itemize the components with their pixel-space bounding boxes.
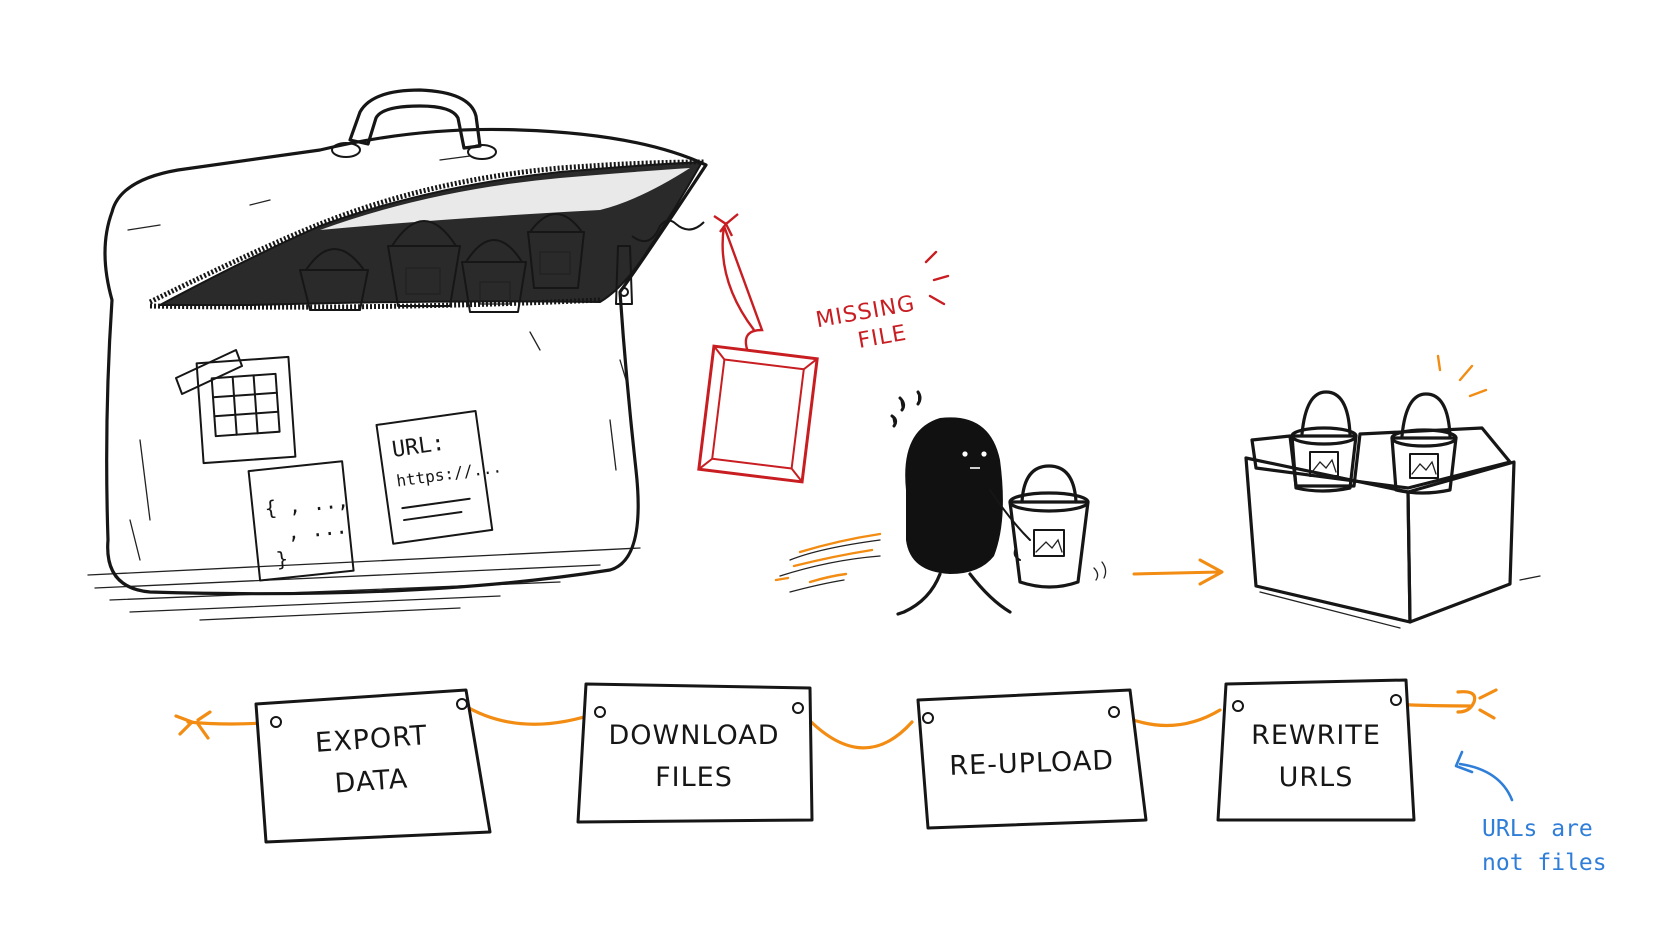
- bag-illustration: { , .., , ... } URL: https://...: [87, 88, 708, 621]
- step-1-line2: DATA: [334, 763, 410, 799]
- connecting-string: [186, 702, 1472, 750]
- url-label: URL:: [390, 431, 446, 463]
- code-line-2: , ...: [286, 514, 348, 544]
- step-card-rewrite-urls: REWRITE URLS: [1216, 678, 1416, 822]
- string-knot-left: [174, 710, 212, 740]
- code-line-3: }: [275, 547, 289, 572]
- character-body: [905, 417, 1003, 574]
- annotation-line1: URLs are: [1482, 816, 1593, 842]
- missing-file-label-line2: FILE: [856, 321, 909, 354]
- box-side: [1406, 460, 1516, 624]
- step-card-download-files: DOWNLOAD FILES: [576, 682, 814, 824]
- box-with-buckets: [1244, 354, 1541, 629]
- bag-zipper: [148, 159, 705, 305]
- step-4-line1: REWRITE: [1251, 720, 1381, 751]
- url-sticker: URL: https://...: [375, 410, 503, 545]
- step-2-line1: DOWNLOAD: [608, 720, 779, 751]
- box-sparkle: [1436, 354, 1488, 398]
- missing-file-frame: [631, 213, 819, 484]
- table-sticker: [175, 349, 297, 465]
- string-knot-right: [1456, 688, 1498, 720]
- step-4-line2: URLS: [1279, 762, 1354, 793]
- buckets-in-bag: [299, 213, 585, 313]
- annotation-line2: not files: [1482, 850, 1607, 876]
- missing-file-burst: [924, 250, 950, 306]
- step-3-line1: RE-UPLOAD: [949, 745, 1115, 782]
- step-2-line2: FILES: [655, 762, 733, 793]
- arrow-to-box: [1132, 558, 1224, 586]
- box-front: [1244, 456, 1412, 624]
- step-card-export-data: EXPORT DATA: [254, 688, 492, 844]
- bag-zipper-lower: [149, 297, 601, 310]
- bag-body: [103, 127, 708, 596]
- step-card-re-upload: RE-UPLOAD: [916, 688, 1148, 830]
- annotation-arrow: [1454, 750, 1514, 802]
- character-carrying-bucket: [774, 390, 1107, 616]
